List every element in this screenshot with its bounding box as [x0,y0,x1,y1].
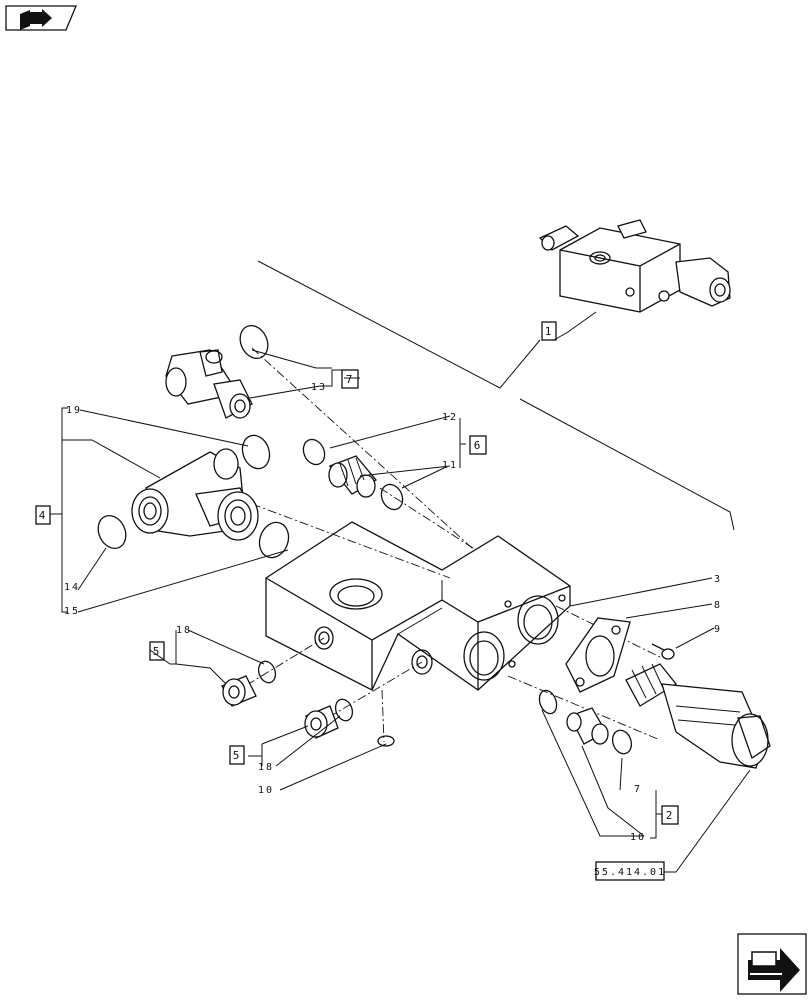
reference-callout-label: 55.414.01 [594,867,666,878]
plug-upper [221,675,257,707]
callout-12[interactable]: 12 [442,412,458,423]
reference-callout[interactable]: 55.414.01 [594,861,666,881]
o-ring [538,689,558,715]
o-ring [257,660,277,684]
straight-adapter [328,455,377,498]
callout-5-lower-label: 5 [233,749,242,762]
callout-7-upper-label: 7 [346,373,355,386]
elbow-fitting [165,349,253,419]
callout-5-upper[interactable]: 5 [149,641,165,661]
check-valve-fitting [566,707,609,745]
book-arrow-icon[interactable] [5,5,77,31]
o-ring [380,483,404,511]
callout-7-lower[interactable]: 7 [634,784,642,795]
callout-13[interactable]: 13 [311,382,327,393]
callout-18-lower[interactable]: 18 [258,762,274,773]
o-ring [611,729,633,755]
callout-7-upper[interactable]: 7 [341,369,359,389]
callout-5-lower[interactable]: 5 [229,745,245,765]
assembly-boundary-line [519,398,735,531]
callout-18-upper[interactable]: 18 [176,625,192,636]
callout-6-label: 6 [474,439,483,452]
o-ring [241,434,271,470]
o-ring [239,324,269,360]
callout-3[interactable]: 3 [714,574,722,585]
callout-9[interactable]: 9 [714,624,722,635]
solenoid-cartridge [625,663,771,769]
callout-15[interactable]: 15 [64,606,80,617]
assembly-boundary-line [257,260,541,389]
mounting-screw [651,643,675,660]
callout-5-upper-label: 5 [153,645,162,658]
callout-14[interactable]: 14 [64,582,80,593]
callout-4[interactable]: 4 [35,505,51,525]
flange-gasket [565,617,631,693]
valve-block [265,521,571,691]
callout-1-label: 1 [545,325,554,338]
callout-2-label: 2 [666,809,675,822]
o-ring [377,735,395,747]
callout-6[interactable]: 6 [469,435,487,455]
valve-assembly-thumbnail [538,219,731,313]
o-ring [258,521,290,559]
o-ring [97,514,127,550]
callout-10[interactable]: 10 [258,785,274,796]
callout-8[interactable]: 8 [714,600,722,611]
o-ring [334,698,354,722]
callout-2[interactable]: 2 [661,805,679,825]
next-page-arrow-icon[interactable] [737,933,807,995]
callout-4-label: 4 [39,509,48,522]
callout-16[interactable]: 16 [630,832,646,843]
callout-11[interactable]: 11 [442,460,458,471]
callout-19[interactable]: 19 [66,405,82,416]
callout-1[interactable]: 1 [541,321,557,341]
tee-fitting [131,448,259,541]
o-ring [302,438,326,466]
